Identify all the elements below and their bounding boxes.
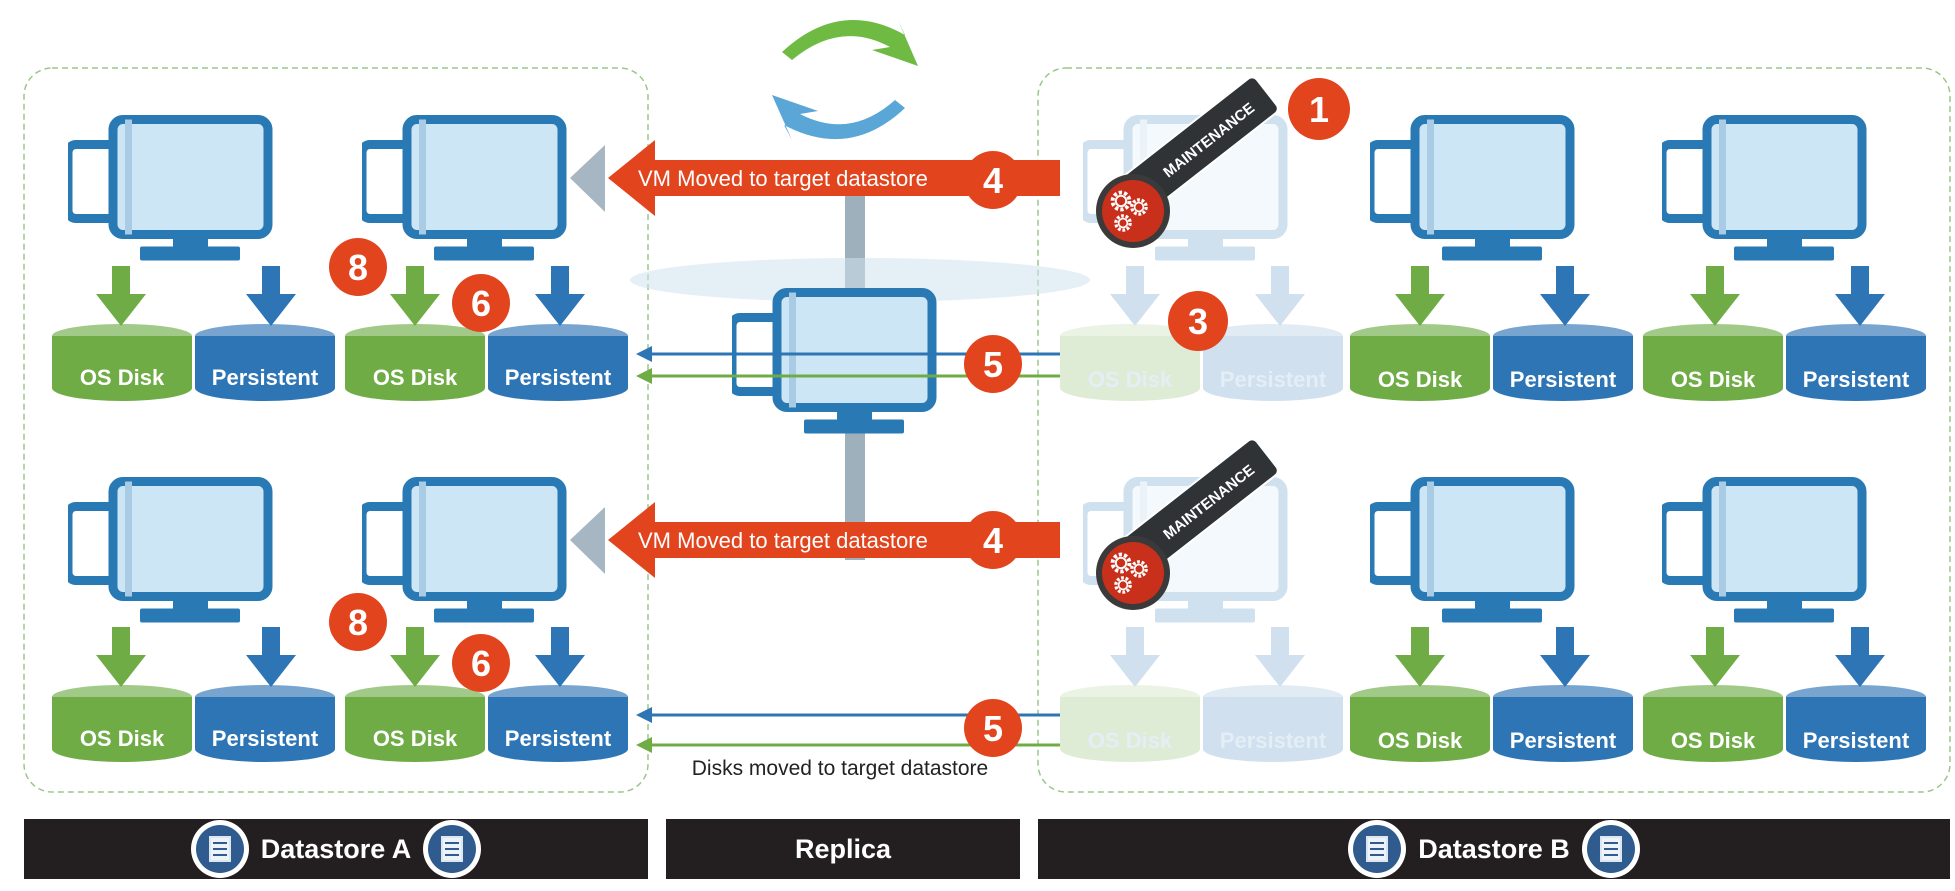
os-disk-label-faded: OS Disk xyxy=(1088,728,1173,753)
down-arrow-icon xyxy=(390,266,440,326)
svg-text:8: 8 xyxy=(348,602,368,643)
vm-move-arrow-grey xyxy=(570,145,605,212)
os-disk-label: OS Disk xyxy=(1671,367,1756,392)
vm-monitor-icon xyxy=(362,482,562,623)
persistent-disk-label: Persistent xyxy=(212,726,319,751)
step-badge-5-top: 5 xyxy=(964,335,1022,393)
datastore-a-region xyxy=(23,67,649,793)
down-arrow-icon xyxy=(1540,266,1590,326)
persistent-disk-label: Persistent xyxy=(1510,367,1617,392)
vm-monitor-icon xyxy=(68,120,268,261)
step-badge-4-bottom: 4 xyxy=(964,511,1022,569)
os-disk-label: OS Disk xyxy=(373,365,458,390)
down-arrow-icon xyxy=(96,627,146,687)
datastore-a-label: Datastore A xyxy=(260,833,412,864)
persistent-disk-label: Persistent xyxy=(212,365,319,390)
step-badge-6-bottom: 6 xyxy=(452,634,510,692)
vm-monitor-icon xyxy=(1662,120,1862,261)
svg-text:4: 4 xyxy=(983,160,1003,201)
vm-move-arrow-grey xyxy=(570,507,605,574)
step-badge-8-bottom: 8 xyxy=(329,593,387,651)
down-arrow-icon xyxy=(1690,627,1740,687)
persistent-disk-label: Persistent xyxy=(505,726,612,751)
vm-move-arrow-bottom xyxy=(608,502,1060,578)
footer-datastore-b: Datastore B xyxy=(1038,819,1950,879)
svg-text:4: 4 xyxy=(983,520,1003,561)
datastore-icon xyxy=(1581,820,1640,878)
svg-text:3: 3 xyxy=(1188,301,1208,342)
down-arrow-icon xyxy=(1395,266,1445,326)
down-arrow-icon xyxy=(1690,266,1740,326)
disk-move-arrowhead xyxy=(636,707,652,723)
vm-move-arrow-top xyxy=(608,140,1060,216)
os-disk-label: OS Disk xyxy=(373,726,458,751)
step-badge-8-top: 8 xyxy=(329,238,387,296)
persistent-disk-label: Persistent xyxy=(1803,367,1910,392)
persistent-disk-label: Persistent xyxy=(1510,728,1617,753)
datastore-b-label: Datastore B xyxy=(1418,833,1570,864)
down-arrow-icon xyxy=(246,266,296,326)
disk-move-arrowhead xyxy=(636,737,652,753)
footer-datastore-a: Datastore A xyxy=(24,819,648,879)
os-disk-label: OS Disk xyxy=(1378,728,1463,753)
down-arrow-icon xyxy=(1835,266,1885,326)
persistent-disk-label-faded: Persistent xyxy=(1220,367,1327,392)
svg-text:8: 8 xyxy=(348,247,368,288)
persistent-disk-label: Persistent xyxy=(1803,728,1910,753)
os-disk-label: OS Disk xyxy=(80,726,165,751)
vm-monitor-icon xyxy=(1370,482,1570,623)
down-arrow-icon xyxy=(1835,627,1885,687)
down-arrow-icon xyxy=(246,627,296,687)
svg-text:5: 5 xyxy=(983,708,1003,749)
svg-text:6: 6 xyxy=(471,643,491,684)
persistent-disk-label: Persistent xyxy=(505,365,612,390)
vm-monitor-icon xyxy=(1662,482,1862,623)
disk-move-arrowhead xyxy=(636,346,652,362)
sync-cycle-icon xyxy=(772,19,918,140)
vm-monitor-icon xyxy=(68,482,268,623)
replica-glow xyxy=(630,258,1090,302)
step-badge-4-top: 4 xyxy=(964,151,1022,209)
step-badge-6-top: 6 xyxy=(452,274,510,332)
footer-replica: Replica xyxy=(666,819,1020,879)
down-arrow-icon xyxy=(535,627,585,687)
persistent-disk-label-faded: Persistent xyxy=(1220,728,1327,753)
step-badge-5-bottom: 5 xyxy=(964,699,1022,757)
os-disk-label: OS Disk xyxy=(1671,728,1756,753)
datastore-icon xyxy=(423,820,482,878)
step-badge-3: 3 xyxy=(1168,291,1228,351)
svg-text:5: 5 xyxy=(983,344,1003,385)
svg-text:1: 1 xyxy=(1309,89,1329,130)
disk-move-arrowhead xyxy=(636,368,652,384)
vm-moved-label-top: VM Moved to target datastore xyxy=(638,166,928,191)
down-arrow-icon xyxy=(96,266,146,326)
down-arrow-icon xyxy=(390,627,440,687)
datastore-b-region xyxy=(1037,67,1951,793)
replica-label: Replica xyxy=(794,833,892,864)
step-badge-1: 1 xyxy=(1288,78,1350,140)
datastore-icon xyxy=(1348,820,1407,878)
vm-moved-label-bottom: VM Moved to target datastore xyxy=(638,528,928,553)
vm-monitor-icon xyxy=(362,120,562,261)
os-disk-label: OS Disk xyxy=(1378,367,1463,392)
datastore-icon xyxy=(190,820,249,878)
replica-vm-monitor-icon xyxy=(732,293,932,434)
disks-moved-label: Disks moved to target datastore xyxy=(692,757,988,780)
down-arrow-icon xyxy=(1540,627,1590,687)
os-disk-label-faded: OS Disk xyxy=(1088,367,1173,392)
down-arrow-icon xyxy=(535,266,585,326)
svg-text:6: 6 xyxy=(471,283,491,324)
vm-monitor-icon xyxy=(1370,120,1570,261)
os-disk-label: OS Disk xyxy=(80,365,165,390)
down-arrow-icon xyxy=(1395,627,1445,687)
